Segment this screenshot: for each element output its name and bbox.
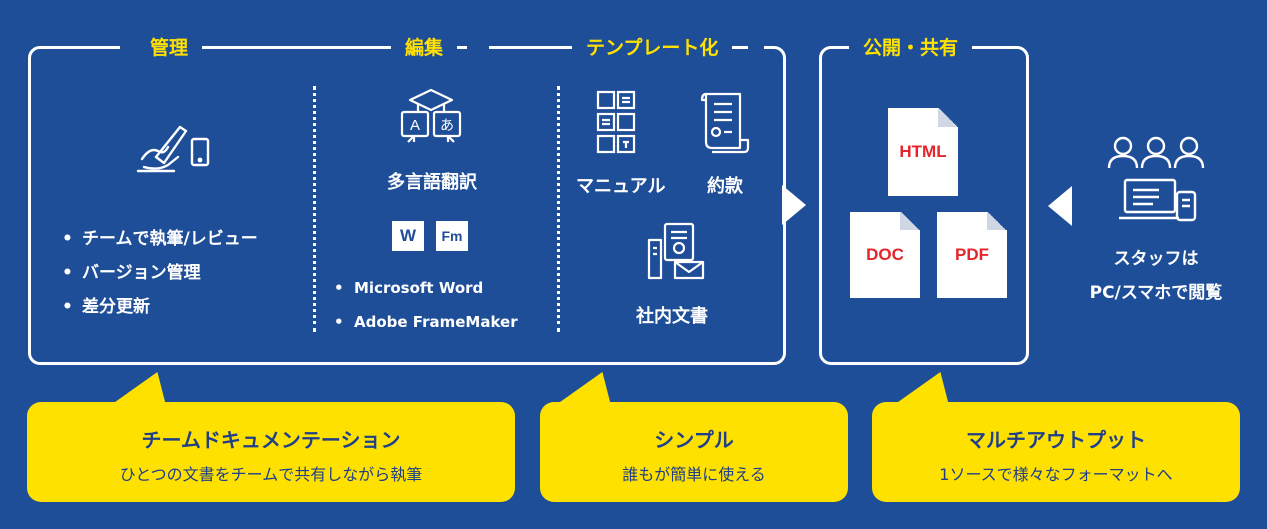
management-list: チームで執筆/レビュー バージョン管理 差分更新 (62, 222, 258, 324)
publish-frame (819, 46, 1029, 365)
internal-docs-label: 社内文書 (636, 306, 708, 327)
contract-icon (700, 92, 750, 154)
list-item: Microsoft Word (334, 271, 518, 305)
bubble-subtitle: 誰もが簡単に使える (622, 465, 766, 484)
word-icon-label: W (399, 226, 417, 245)
bubble-title: マルチアウトプット (966, 428, 1146, 452)
bubble-title: シンプル (654, 428, 734, 452)
pdf-label: PDF (955, 245, 989, 264)
bubble-simple: シンプル 誰もが簡単に使える (540, 402, 848, 502)
translation-label: 多言語翻訳 (387, 172, 477, 193)
staff-line-2: PC/スマホで閲覧 (1089, 283, 1223, 303)
framemaker-icon-label: Fm (441, 228, 463, 244)
doc-label: DOC (866, 245, 904, 264)
list-item: チームで執筆/レビュー (62, 222, 258, 256)
svg-text:A: A (410, 117, 420, 134)
users-devices-icon (1107, 136, 1205, 222)
section-label-templating: テンプレート化 (572, 36, 733, 60)
list-item: バージョン管理 (62, 256, 258, 290)
section-label-publish: 公開・共有 (849, 36, 973, 60)
bubble-title: チームドキュメンテーション (141, 428, 401, 452)
divider-2 (557, 86, 560, 332)
list-item: 差分更新 (62, 290, 258, 324)
section-label-editing: 編集 (391, 36, 458, 60)
html-label: HTML (899, 142, 947, 161)
divider-1 (313, 86, 316, 332)
hand-writing-tablet-icon (136, 125, 210, 173)
bubble-subtitle: 1ソースで様々なフォーマットへ (939, 465, 1173, 484)
terms-label: 約款 (707, 176, 743, 197)
internal-docs-icon (647, 222, 705, 280)
framemaker-icon: Fm (436, 221, 468, 251)
translation-icon: A あ (400, 88, 462, 143)
bubble-subtitle: ひとつの文書をチームで共有しながら執筆 (119, 465, 423, 484)
arrow-left (1048, 186, 1072, 226)
arrow-right (782, 185, 806, 225)
manual-icon (596, 90, 636, 154)
svg-text:あ: あ (440, 118, 454, 134)
bubble-multi-output: マルチアウトプット 1ソースで様々なフォーマットへ (872, 402, 1240, 502)
word-icon: W (392, 221, 424, 251)
list-item: Adobe FrameMaker (334, 305, 518, 339)
editing-list: Microsoft Word Adobe FrameMaker (334, 271, 518, 339)
bubble-team-documentation: チームドキュメンテーション ひとつの文書をチームで共有しながら執筆 (27, 402, 515, 502)
section-label-management: 管理 (136, 36, 203, 60)
staff-line-1: スタッフは (1113, 249, 1199, 269)
manual-label: マニュアル (576, 176, 666, 197)
